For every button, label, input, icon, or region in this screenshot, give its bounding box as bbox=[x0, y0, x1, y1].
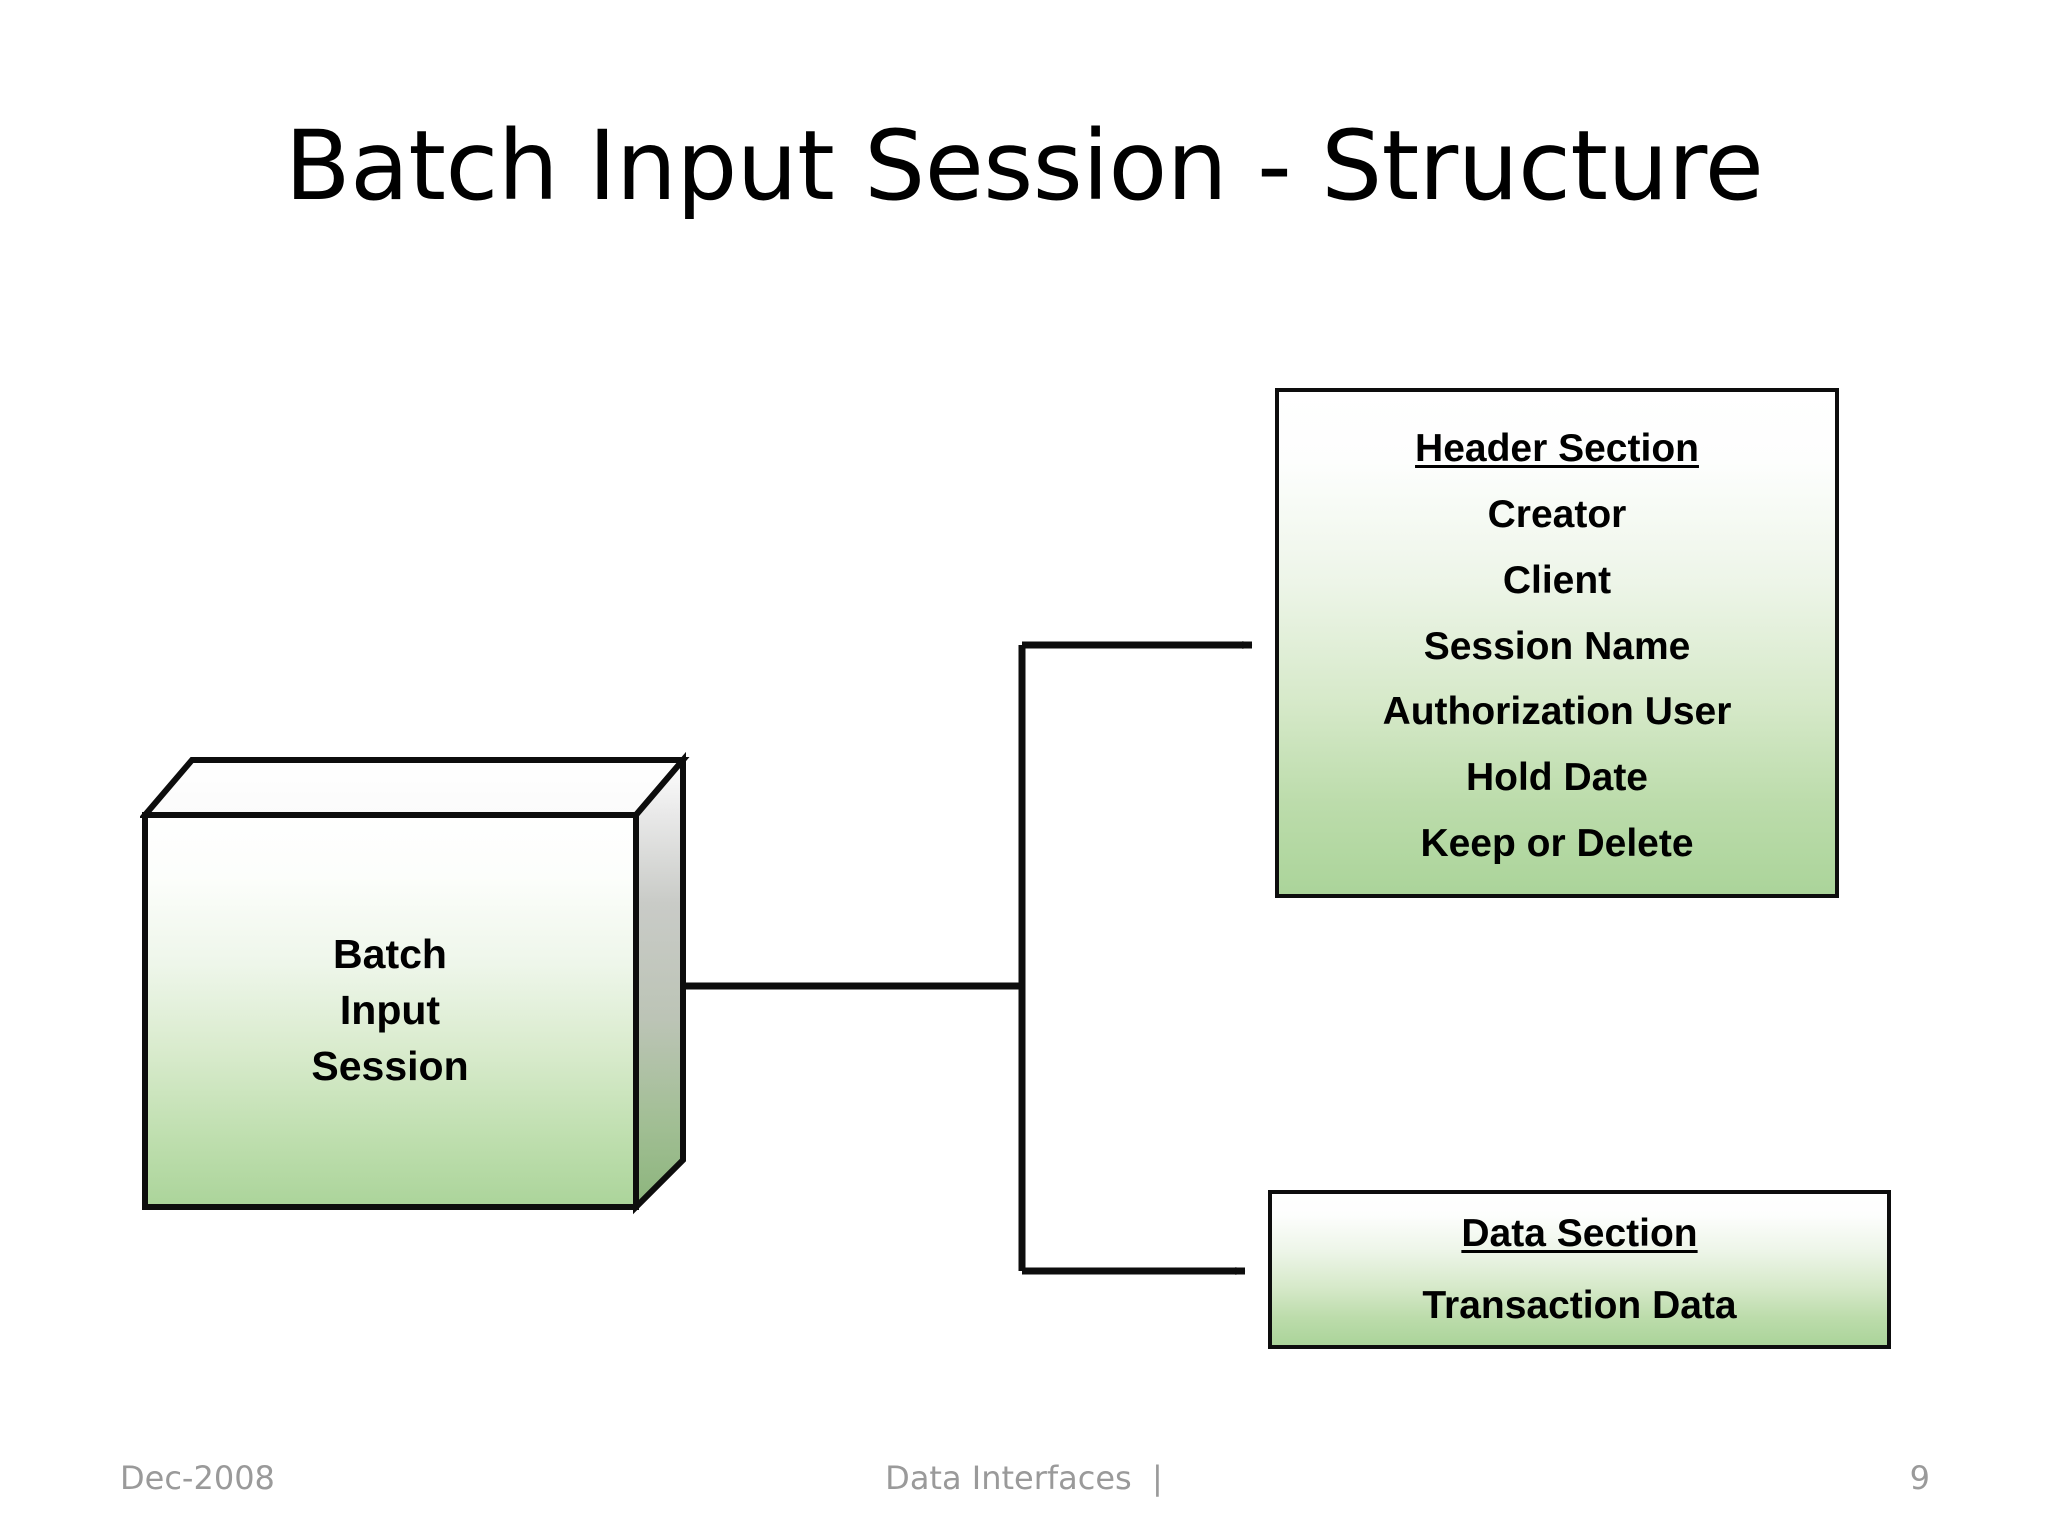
footer-center-text: Data Interfaces | bbox=[885, 1459, 1163, 1497]
slide-footer: Dec-2008 Data Interfaces | 9 bbox=[0, 1448, 2048, 1508]
batch-input-session-cube[interactable] bbox=[140, 752, 700, 1222]
header-section-item-session-name: Session Name bbox=[1423, 624, 1691, 668]
header-section-title: Header Section bbox=[1415, 426, 1699, 470]
header-section-item-client: Client bbox=[1502, 558, 1612, 602]
footer-page-number: 9 bbox=[1909, 1459, 1930, 1497]
cube-top-face bbox=[140, 757, 690, 818]
header-section-box[interactable]: Header Section Creator Client Session Na… bbox=[1275, 388, 1839, 898]
header-section-item-keep-or-delete: Keep or Delete bbox=[1420, 821, 1694, 865]
data-section-box[interactable]: Data Section Transaction Data bbox=[1268, 1190, 1891, 1349]
data-section-title: Data Section bbox=[1461, 1211, 1698, 1255]
cube-front-face bbox=[142, 812, 639, 1210]
header-section-item-creator: Creator bbox=[1487, 493, 1627, 537]
page-title: Batch Input Session - Structure bbox=[284, 110, 1764, 222]
footer-date: Dec-2008 bbox=[120, 1459, 275, 1497]
header-section-item-authorization-user: Authorization User bbox=[1382, 690, 1732, 734]
cube-side-face bbox=[633, 752, 686, 1215]
data-section-item-transaction-data: Transaction Data bbox=[1422, 1283, 1737, 1327]
header-section-item-hold-date: Hold Date bbox=[1465, 756, 1648, 799]
